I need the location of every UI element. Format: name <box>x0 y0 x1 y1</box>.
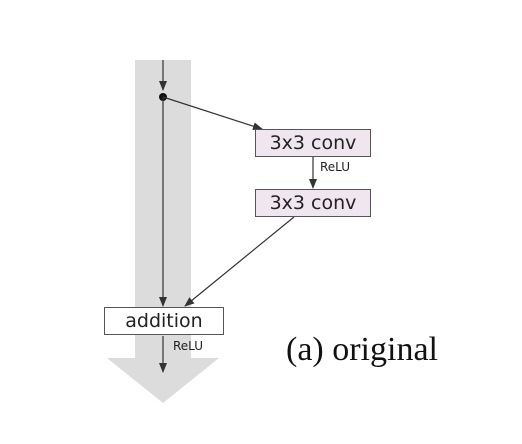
arrow-conv2-to-addition <box>184 216 295 307</box>
relu-inner-label: ReLU <box>320 160 351 174</box>
caption: (a) original <box>286 331 438 368</box>
branch-arrow-to-conv1 <box>162 96 263 131</box>
shortcut-band-arrowhead <box>107 358 219 403</box>
conv2-label: 3x3 conv <box>269 192 357 214</box>
relu-outer-label: ReLU <box>173 339 204 353</box>
addition-label: addition <box>125 310 203 332</box>
conv1-label: 3x3 conv <box>269 132 357 154</box>
addition-box: addition <box>104 307 224 335</box>
conv2-box: 3x3 conv <box>255 189 371 217</box>
conv1-box: 3x3 conv <box>255 129 371 157</box>
